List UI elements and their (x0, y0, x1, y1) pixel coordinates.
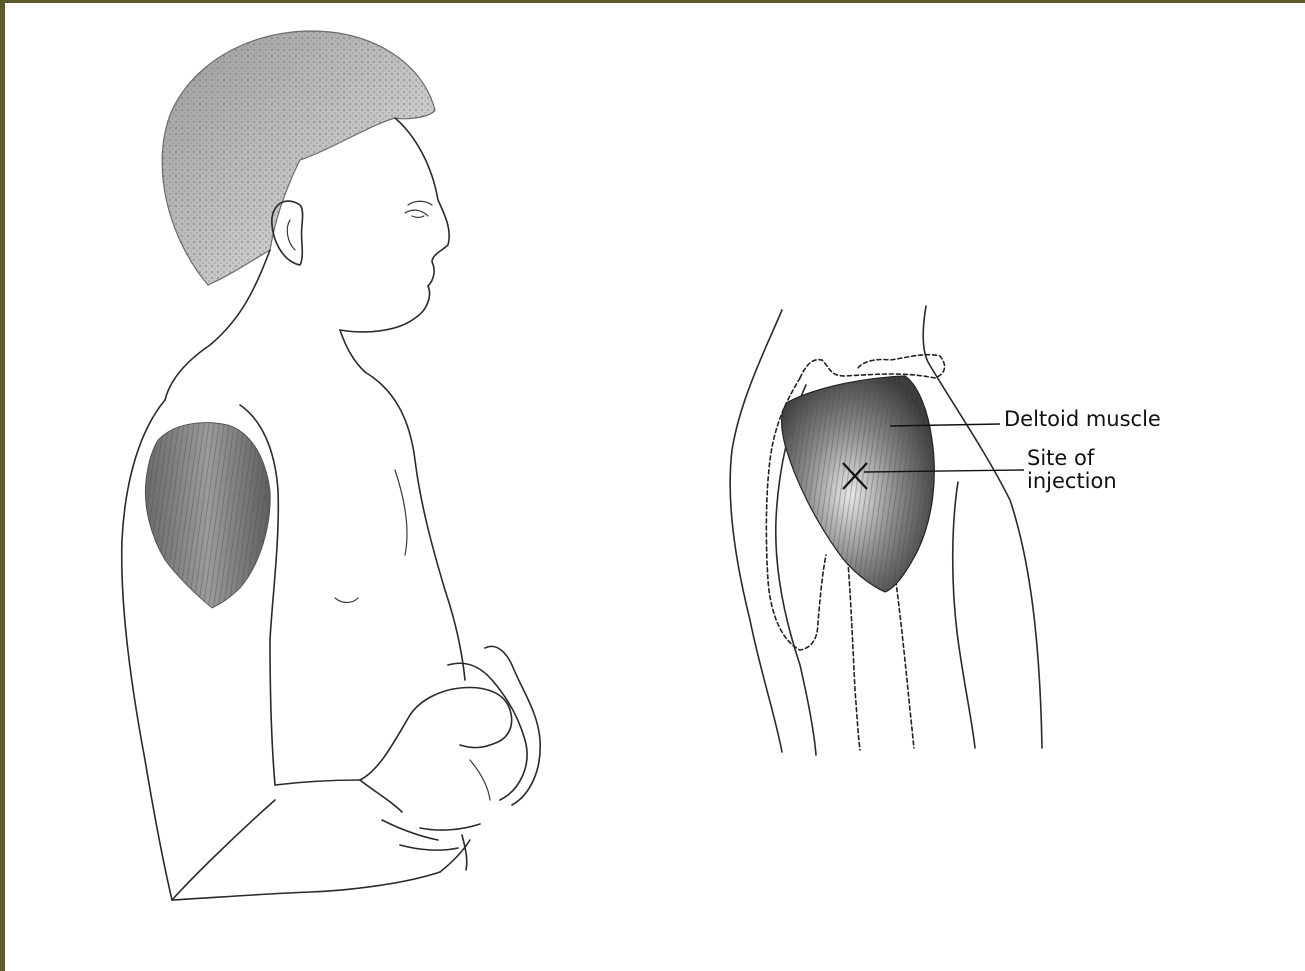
child-torso-outline (365, 372, 465, 680)
child-face (340, 118, 449, 332)
frame-left-edge (0, 0, 5, 971)
child-eye (405, 210, 428, 217)
child-forearm (172, 872, 440, 900)
site-of-injection-label: Site of injection (1027, 447, 1117, 493)
child-hands (360, 688, 512, 780)
site-of-injection-label-line2: injection (1027, 470, 1117, 493)
child-figure (122, 31, 540, 900)
shoulder-closeup-diagram (730, 306, 1042, 755)
frame-top-edge (0, 0, 1305, 3)
arm-outline-right (923, 306, 1042, 748)
bone-outline-dashed (800, 355, 945, 378)
site-of-injection-label-line1: Site of (1027, 447, 1117, 470)
child-nipple (335, 598, 358, 603)
deltoid-muscle-label: Deltoid muscle (1004, 408, 1161, 431)
arm-outline-left (730, 310, 782, 752)
